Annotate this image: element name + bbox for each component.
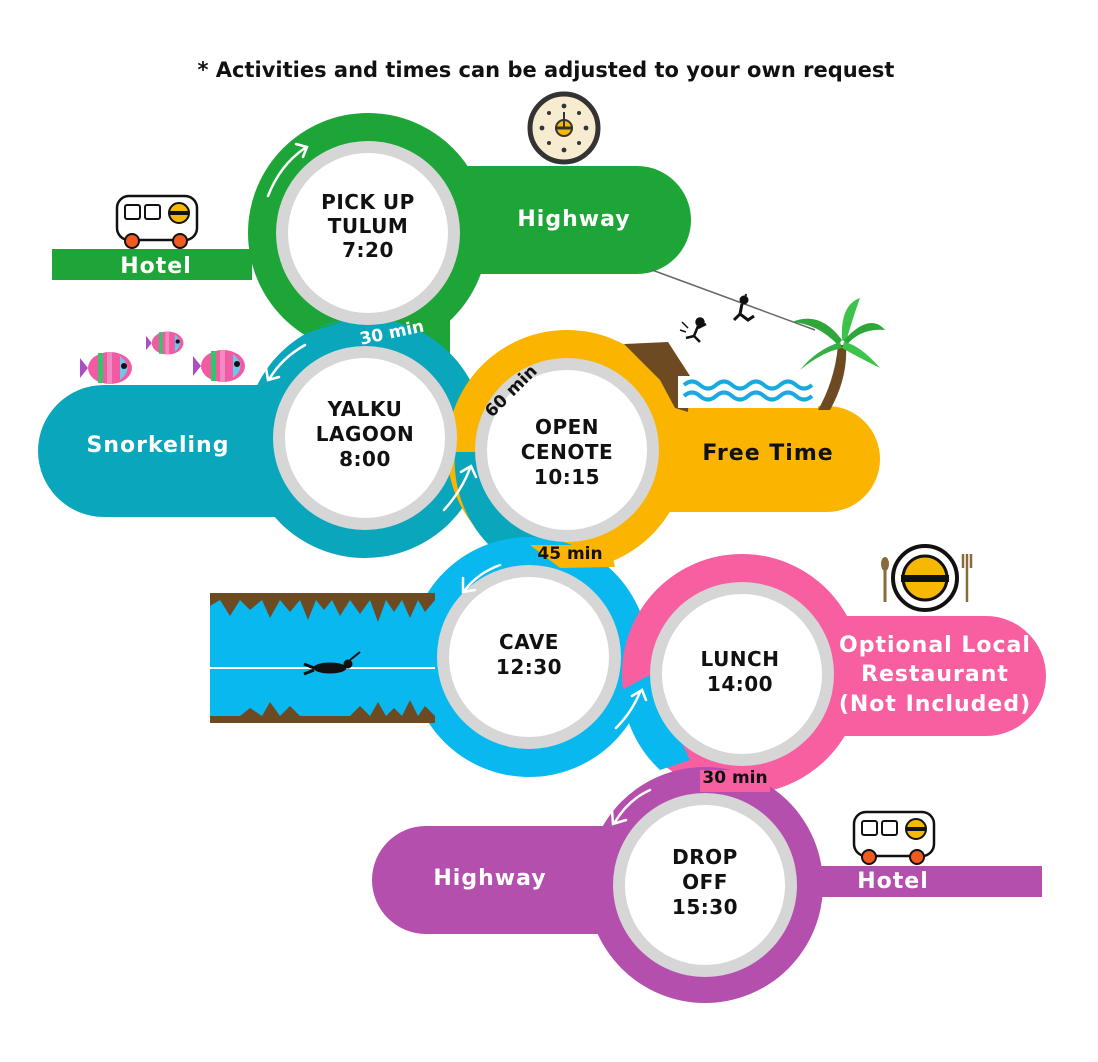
- adjustable-note: * Activities and times can be adjusted t…: [198, 58, 895, 82]
- stop-cave-time: 12:30: [496, 655, 562, 679]
- bus-icon-end: [852, 810, 936, 865]
- stop-pickup-time: 7:20: [342, 238, 394, 262]
- restaurant-label-1: Optional Local: [839, 633, 1031, 658]
- stop-cave-line-1: CAVE: [499, 630, 559, 654]
- stop-pickup-line-2: TULUM: [328, 214, 409, 238]
- stop-circles: [273, 141, 834, 977]
- clock-icon: [527, 91, 601, 165]
- cliff-jumper-icon: [624, 317, 707, 412]
- plate-cutlery-icon: [881, 544, 973, 612]
- duration-label-3: 45 min: [537, 544, 602, 564]
- stop-cenote-time: 10:15: [534, 465, 600, 489]
- stop-pickup-line-1: PICK UP: [321, 190, 415, 214]
- restaurant-label-3: (Not Included): [839, 692, 1031, 717]
- stop-yalku-time: 8:00: [339, 447, 391, 471]
- fish-icon: [80, 331, 245, 384]
- zipline-icon: [651, 269, 816, 331]
- stop-yalku-line-2: LAGOON: [316, 422, 414, 446]
- diver-icon: [303, 651, 361, 676]
- bus-icon: [115, 194, 199, 249]
- stop-dropoff-line-1: DROP: [672, 845, 738, 869]
- stop-pickup: PICK UP TULUM 7:20: [321, 190, 415, 262]
- snorkeling-label: Snorkeling: [87, 433, 230, 458]
- stop-cenote-line-1: OPEN: [535, 415, 599, 439]
- duration-label-4: 30 min: [702, 768, 767, 788]
- stop-yalku-line-1: YALKU: [327, 397, 403, 421]
- free-time-label: Free Time: [702, 441, 833, 466]
- water-waves-icon: [678, 376, 818, 408]
- restaurant-label-2: Restaurant: [861, 662, 1009, 687]
- stop-cenote: OPEN CENOTE 10:15: [521, 415, 613, 489]
- stop-lunch-line-1: LUNCH: [701, 647, 780, 671]
- stop-cenote-line-2: CENOTE: [521, 440, 613, 464]
- stop-lunch-time: 14:00: [707, 672, 773, 696]
- direction-arrows: [264, 142, 652, 826]
- stop-dropoff-line-2: OFF: [682, 870, 728, 894]
- highway-2-label: Highway: [433, 866, 546, 891]
- stop-dropoff-time: 15:30: [672, 895, 738, 919]
- hotel-start-label: Hotel: [120, 254, 192, 279]
- stop-dropoff: DROP OFF 15:30: [672, 845, 738, 919]
- hotel-end-label: Hotel: [857, 869, 929, 894]
- stop-cave: CAVE 12:30: [496, 630, 562, 679]
- stop-yalku: YALKU LAGOON 8:00: [316, 397, 414, 471]
- highway-1-label: Highway: [517, 207, 630, 232]
- palm-tree-icon: [792, 298, 885, 410]
- stop-lunch: LUNCH 14:00: [701, 647, 780, 696]
